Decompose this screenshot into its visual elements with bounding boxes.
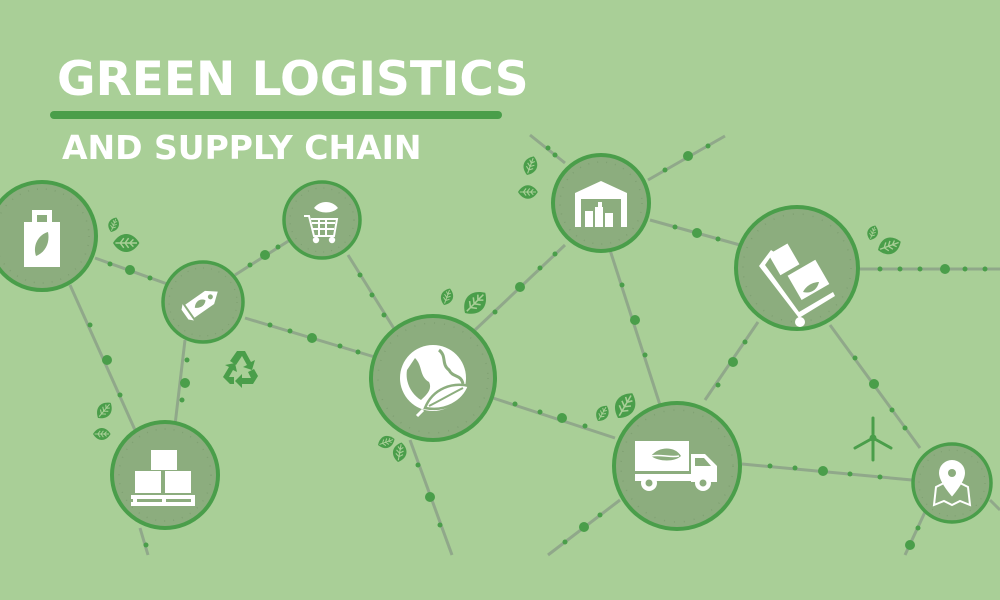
title-underline bbox=[50, 111, 502, 119]
node-eco-shopping-bag bbox=[0, 180, 98, 292]
recycle-icon bbox=[223, 351, 258, 388]
page-title: GREEN LOGISTICS bbox=[57, 52, 529, 107]
warehouse-icon bbox=[575, 181, 627, 227]
pallet-boxes-icon bbox=[131, 450, 195, 506]
node-eco-price-tag bbox=[161, 260, 245, 344]
node-eco-delivery-truck bbox=[612, 401, 742, 531]
hand-truck-boxes-icon bbox=[759, 243, 835, 327]
map-pin-icon bbox=[932, 460, 972, 507]
page-subtitle: AND SUPPLY CHAIN bbox=[62, 128, 422, 167]
price-tag-leaf-icon bbox=[181, 290, 218, 321]
shopping-cart-leaf-icon bbox=[304, 202, 339, 244]
node-eco-shopping-cart bbox=[282, 180, 362, 260]
node-hand-truck bbox=[734, 205, 860, 331]
wind-turbine-icon bbox=[853, 416, 893, 462]
shopping-bag-leaf-icon bbox=[24, 210, 60, 267]
node-warehouse bbox=[551, 153, 651, 253]
globe-leaf-icon bbox=[400, 345, 471, 418]
node-eco-pallet-boxes bbox=[110, 420, 220, 530]
delivery-truck-leaf-icon bbox=[635, 441, 717, 491]
node-green-globe bbox=[369, 314, 497, 442]
connection-dots bbox=[87, 143, 988, 550]
node-map-location bbox=[911, 442, 993, 524]
